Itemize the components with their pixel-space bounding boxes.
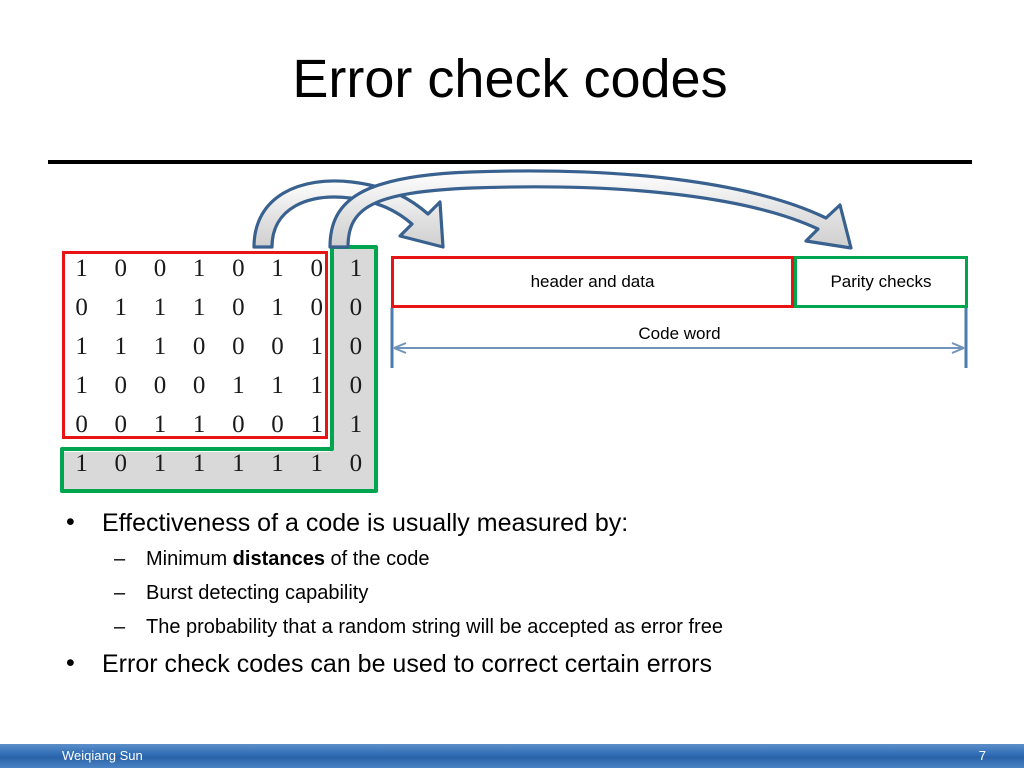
matrix-cell: 0 [232, 333, 245, 360]
parity-row-cell: 1 [271, 450, 284, 477]
footer-bar [0, 744, 1024, 768]
parity-block-outline [60, 245, 378, 493]
parity-column-cell: 0 [349, 333, 363, 360]
matrix-cell: 0 [75, 411, 88, 438]
parity-row-cell: 0 [114, 450, 128, 477]
matrix-cell: 1 [75, 333, 88, 360]
parity-row-cell: 1 [232, 450, 245, 477]
matrix-cell: 0 [232, 255, 245, 282]
matrix-row: 1 1 1 0 0 0 1 0 [62, 327, 376, 366]
matrix-cell: 0 [271, 411, 284, 438]
matrix-cell: 1 [271, 294, 284, 321]
header-and-data-label: header and data [530, 272, 655, 291]
footer-author: Weiqiang Sun [62, 748, 143, 763]
parity-row-cell: 1 [192, 450, 206, 477]
data-block-outline [62, 251, 328, 439]
matrix-cell: 0 [114, 372, 128, 399]
matrix-cell: 1 [310, 372, 323, 399]
matrix-cell: 0 [192, 372, 206, 399]
matrix-cell: 1 [192, 411, 206, 438]
matrix-cell: 1 [192, 294, 206, 321]
parity-row-cell: 1 [75, 450, 88, 477]
matrix-cell: 1 [271, 255, 284, 282]
matrix-cell: 0 [310, 255, 323, 282]
matrix-row: 0 1 1 1 0 1 0 0 [62, 288, 376, 327]
bullet-level2: Burst detecting capability [56, 581, 976, 606]
bullet-list: Effectiveness of a code is usually measu… [56, 507, 976, 689]
matrix-cell: 1 [153, 411, 167, 438]
matrix-cell: 0 [153, 372, 167, 399]
matrix-cell: 1 [153, 333, 167, 360]
sub-bullet-text-b: of the code [324, 548, 430, 571]
matrix-cell: 1 [114, 333, 128, 360]
bullet-level1: Error check codes can be used to correct… [56, 648, 976, 680]
bullet-level2: The probability that a random string wil… [56, 615, 976, 640]
sub-bullet-text-bold: distances [232, 548, 325, 571]
parity-column-shade [330, 249, 376, 491]
matrix-row: 0 0 1 1 0 0 1 1 [62, 405, 376, 444]
parity-column-arrow [328, 169, 853, 250]
parity-column-cell: 0 [349, 372, 363, 399]
parity-row: 1 0 1 1 1 1 1 0 [62, 444, 376, 483]
parity-corner-cell: 0 [349, 450, 363, 477]
matrix-cell: 0 [310, 294, 323, 321]
bullet-level2: Minimum distances of the code [56, 547, 976, 572]
matrix-cell: 1 [192, 255, 206, 282]
matrix-cell: 0 [232, 411, 245, 438]
matrix-cell: 0 [192, 333, 206, 360]
matrix-row: 1 0 0 1 0 1 0 1 [62, 249, 376, 288]
matrix-cell: 0 [232, 294, 245, 321]
parity-column-cell: 0 [349, 294, 363, 321]
matrix-row: 1 0 0 0 1 1 1 0 [62, 366, 376, 405]
matrix-cell: 1 [114, 294, 128, 321]
matrix-cell: 0 [114, 255, 128, 282]
parity-row-arrow [252, 179, 445, 249]
parity-checks-box: Parity checks [794, 256, 968, 308]
matrix-cell: 1 [271, 372, 284, 399]
parity-row-cell: 1 [310, 450, 323, 477]
code-word-label: Code word [638, 324, 721, 343]
matrix-cell: 0 [75, 294, 88, 321]
parity-column-cell: 1 [349, 255, 363, 282]
matrix-cell: 0 [114, 411, 128, 438]
footer-page-number: 7 [978, 748, 986, 763]
parity-checks-label: Parity checks [830, 272, 932, 291]
header-and-data-box: header and data [391, 256, 794, 308]
matrix-cell: 1 [310, 411, 323, 438]
matrix-cell: 0 [271, 333, 284, 360]
matrix-cell: 1 [75, 372, 88, 399]
bullet-level1: Effectiveness of a code is usually measu… [56, 507, 976, 539]
title-divider [48, 160, 972, 164]
matrix-cell: 0 [153, 255, 167, 282]
matrix-cell: 1 [310, 333, 323, 360]
bit-matrix: 1 0 0 1 0 1 0 1 0 1 1 1 0 1 0 0 1 1 1 0 … [62, 249, 376, 491]
parity-row-shade [62, 452, 376, 491]
parity-row-cell: 1 [153, 450, 167, 477]
parity-column-cell: 1 [349, 411, 363, 438]
matrix-cell: 1 [75, 255, 88, 282]
matrix-cell: 1 [153, 294, 167, 321]
page-title: Error check codes [292, 49, 728, 109]
matrix-cell: 1 [232, 372, 245, 399]
sub-bullet-text-a: Minimum [146, 548, 233, 571]
